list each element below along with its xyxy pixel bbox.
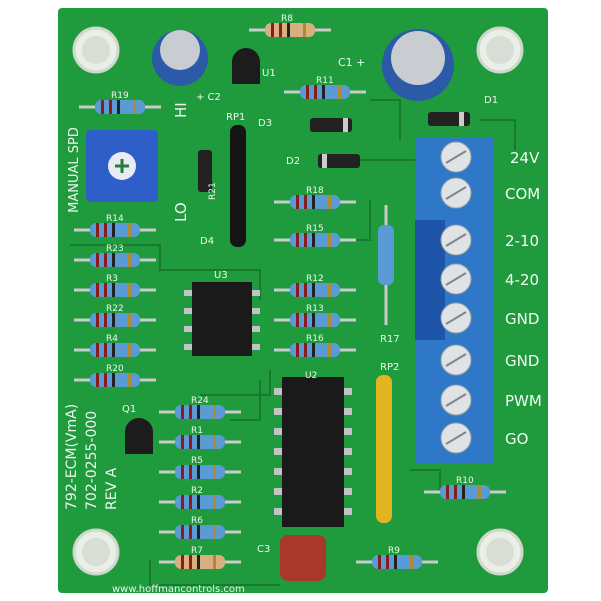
- pot-label: MANUAL SPD: [67, 127, 82, 213]
- resistor-pack-rp1: [230, 125, 246, 247]
- resistor-r3: [74, 283, 156, 297]
- label-r16: R16: [306, 334, 324, 344]
- resistor-r11: [284, 85, 366, 99]
- terminal-screw-1: [440, 141, 472, 173]
- terminal-label-1: 24V: [510, 149, 540, 167]
- resistor-r9: [356, 555, 438, 569]
- resistor-r20: [74, 373, 156, 387]
- resistor-pack-rp2: [376, 375, 392, 523]
- resistor-r24: [159, 405, 241, 419]
- label-r17: R17: [380, 334, 400, 345]
- resistor-r1: [159, 435, 241, 449]
- model-label: 792-ECM(VmA): [64, 404, 80, 510]
- resistor-r7: [159, 555, 241, 569]
- terminal-label-4: 4-20: [505, 271, 539, 289]
- capacitor-c1: [382, 29, 454, 101]
- terminal-screw-6: [440, 344, 472, 376]
- diodes: [198, 112, 470, 192]
- terminal-label-6: GND: [505, 352, 539, 370]
- resistor-r15: [274, 233, 356, 247]
- label-r1: R1: [191, 426, 203, 436]
- ic-u3: [184, 282, 260, 356]
- potentiometer-manual-speed[interactable]: [86, 130, 158, 202]
- label-r23: R23: [106, 244, 124, 254]
- capacitor-c2: [152, 30, 208, 86]
- resistor-r4: [74, 343, 156, 357]
- label-d2: D2: [286, 156, 300, 167]
- label-c1: C1 +: [338, 56, 365, 69]
- label-c3: C3: [257, 544, 270, 555]
- ic-u2: [274, 377, 352, 527]
- terminal-label-5: GND: [505, 310, 539, 328]
- label-r15: R15: [306, 224, 324, 234]
- resistor-r22: [74, 313, 156, 327]
- resistor-r19: [79, 100, 161, 114]
- label-r6: R6: [191, 516, 203, 526]
- terminal-label-7: PWM: [505, 392, 542, 410]
- terminal-screw-2: [440, 177, 472, 209]
- resistor-r17: [378, 205, 394, 325]
- label-r11: R11: [316, 76, 334, 86]
- label-r9: R9: [388, 546, 400, 556]
- label-r5: R5: [191, 456, 203, 466]
- transistor-q1: [125, 418, 153, 454]
- label-u2: U2: [305, 371, 317, 381]
- resistor-r8: [249, 23, 331, 37]
- label-r24: R24: [191, 396, 209, 406]
- label-r22: R22: [106, 304, 124, 314]
- terminal-screw-4: [440, 263, 472, 295]
- capacitor-c3: [280, 535, 326, 581]
- terminal-screw-7: [440, 384, 472, 416]
- resistor-r14: [74, 223, 156, 237]
- label-r18: R18: [306, 186, 324, 196]
- label-r2: R2: [191, 486, 203, 496]
- label-q1: Q1: [122, 404, 136, 415]
- resistor-r6: [159, 525, 241, 539]
- terminal-label-8: GO: [505, 430, 528, 448]
- resistor-r2: [159, 495, 241, 509]
- traces: [70, 99, 516, 586]
- pot-hi-label: HI: [172, 102, 190, 118]
- website-label: www.hoffmancontrols.com: [112, 584, 245, 595]
- resistor-r10: [424, 485, 506, 499]
- label-rp1: RP1: [226, 112, 245, 123]
- resistor-r18: [274, 195, 356, 209]
- terminal-screw-8: [440, 422, 472, 454]
- transistor-u1: [232, 48, 260, 84]
- label-r12: R12: [306, 274, 324, 284]
- label-r14: R14: [106, 214, 124, 224]
- terminal-label-3: 2-10: [505, 232, 539, 250]
- resistor-r23: [74, 253, 156, 267]
- label-r21: R21: [208, 182, 218, 200]
- label-r7: R7: [191, 546, 203, 556]
- mounting-holes: [72, 26, 524, 576]
- label-r10: R10: [456, 476, 474, 486]
- pot-lo-label: LO: [172, 202, 190, 222]
- label-r19: R19: [111, 91, 129, 101]
- label-r8: R8: [281, 14, 293, 24]
- resistor-r12: [274, 283, 356, 297]
- label-c2: + C2: [196, 92, 221, 103]
- terminal-label-2: COM: [505, 185, 540, 203]
- resistor-r13: [274, 313, 356, 327]
- revision-label: REV A: [104, 467, 120, 510]
- terminal-screw-3: [440, 224, 472, 256]
- label-d1: D1: [484, 95, 498, 106]
- part-number-label: 702-0255-000: [84, 411, 100, 510]
- terminal-block: [415, 138, 493, 463]
- resistor-r5: [159, 465, 241, 479]
- label-r4: R4: [106, 334, 118, 344]
- terminal-screw-5: [440, 302, 472, 334]
- label-u1: U1: [262, 68, 276, 79]
- label-d4: D4: [200, 236, 214, 247]
- resistor-r16: [274, 343, 356, 357]
- label-u3: U3: [214, 270, 228, 281]
- label-r13: R13: [306, 304, 324, 314]
- label-rp2: RP2: [380, 362, 399, 373]
- label-d3: D3: [258, 118, 272, 129]
- label-r3: R3: [106, 274, 118, 284]
- label-r20: R20: [106, 364, 124, 374]
